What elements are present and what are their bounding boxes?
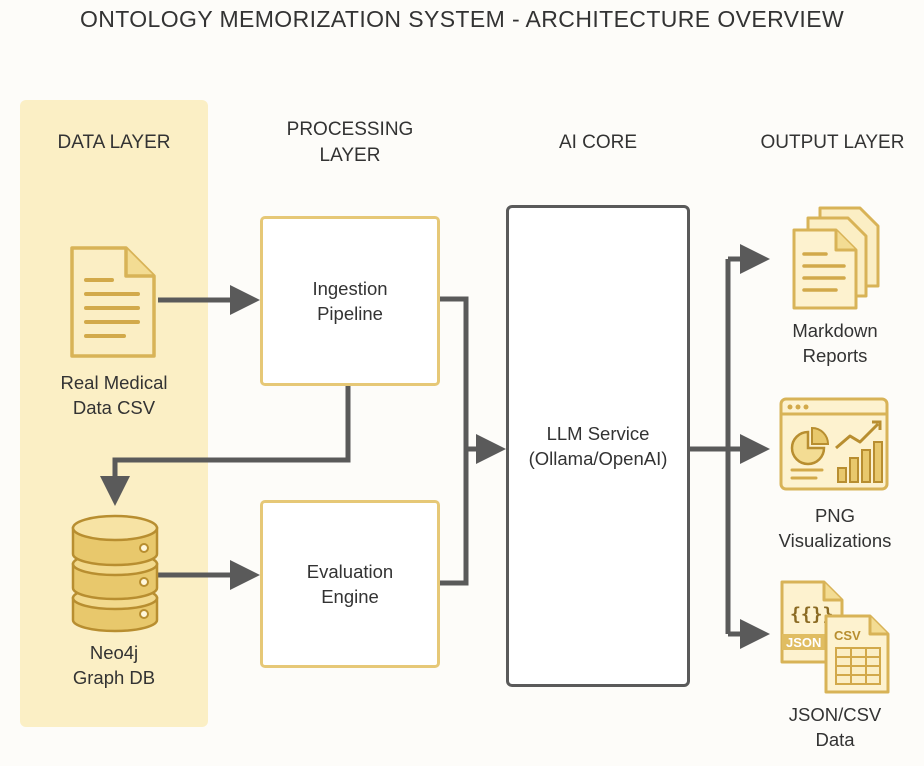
chart-window-icon [779,397,889,491]
json-csv-files-icon: {{}} JSON CSV [780,580,890,694]
diagram-title: ONTOLOGY MEMORIZATION SYSTEM - ARCHITECT… [79,6,845,32]
output-layer-header: OUTPUT LAYER [760,132,905,153]
ai-core-header: AI CORE [558,132,638,153]
document-icon [70,246,156,358]
svg-text:{{}}: {{}} [790,604,833,625]
database-icon [71,514,159,633]
json-badge: JSON [786,635,821,650]
data-layer-header: DATA LAYER [57,132,171,153]
stacked-documents-icon [792,206,880,310]
line-ingestion-merge [440,296,469,586]
llm-service-box: LLM Service(Ollama/OpenAI) [506,205,690,687]
arrow-ingestion-to-db [100,386,351,506]
csv-badge: CSV [834,628,861,643]
